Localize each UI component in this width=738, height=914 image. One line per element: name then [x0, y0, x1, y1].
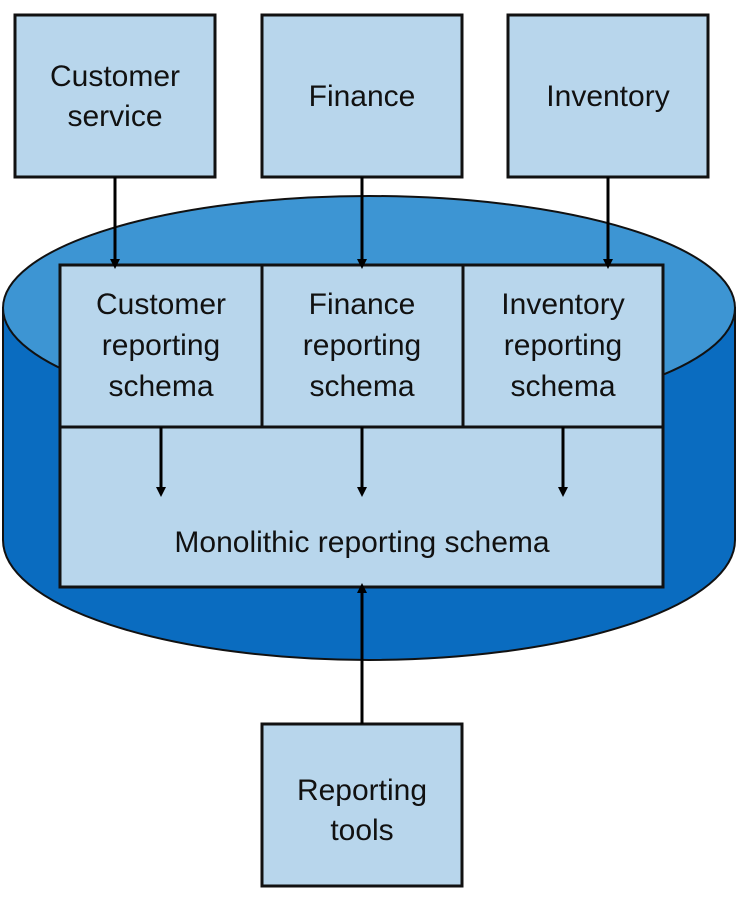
- finance-schema-line2: reporting: [303, 329, 421, 362]
- inventory-schema-line1: Inventory: [501, 288, 624, 321]
- inventory-reporting-schema: Inventory reporting schema: [501, 288, 624, 403]
- reporting-container: [58, 263, 665, 589]
- monolithic-schema-label: Monolithic reporting schema: [174, 526, 549, 559]
- finance-box: Finance: [260, 13, 464, 179]
- reporting-tools-line2: tools: [330, 814, 393, 847]
- inventory-box: Inventory: [506, 13, 710, 179]
- finance-label: Finance: [309, 80, 416, 113]
- customer-service-label-line1: Customer: [50, 60, 180, 93]
- customer-reporting-schema: Customer reporting schema: [96, 288, 226, 403]
- finance-schema-line1: Finance: [309, 288, 416, 321]
- customer-service-label-line2: service: [67, 100, 162, 133]
- reporting-tools-line1: Reporting: [297, 774, 427, 807]
- customer-schema-line3: schema: [108, 370, 213, 403]
- customer-service-box: Customer service: [13, 13, 217, 179]
- customer-schema-line2: reporting: [102, 329, 220, 362]
- inventory-label: Inventory: [546, 80, 669, 113]
- inventory-schema-line2: reporting: [504, 329, 622, 362]
- finance-schema-line3: schema: [309, 370, 414, 403]
- inventory-schema-line3: schema: [510, 370, 615, 403]
- customer-schema-line1: Customer: [96, 288, 226, 321]
- reporting-tools-box: Reporting tools: [260, 722, 464, 888]
- finance-reporting-schema: Finance reporting schema: [303, 288, 421, 403]
